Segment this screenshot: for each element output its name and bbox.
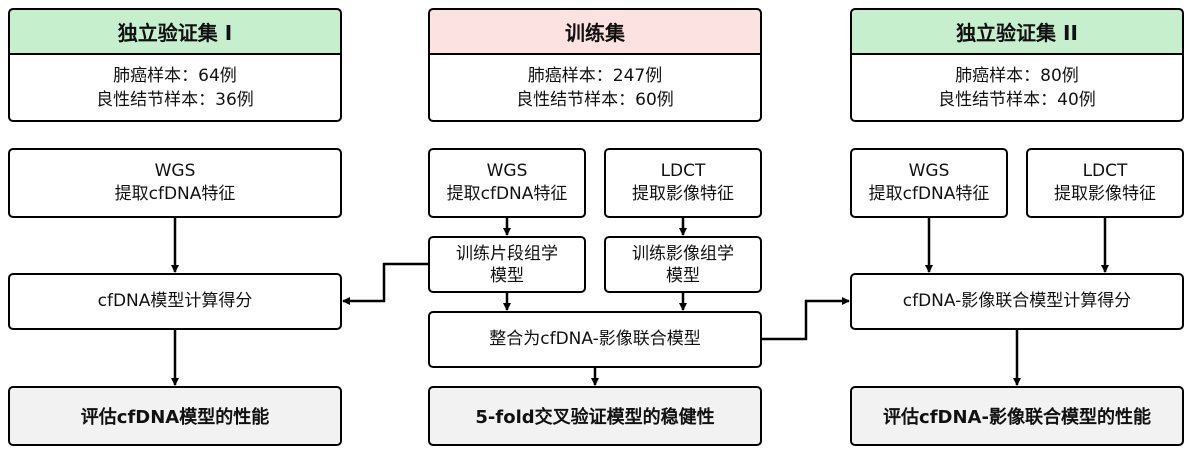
benign-nodule-count: 良性结节样本：60例 bbox=[516, 89, 674, 110]
training-set-header: 训练集 bbox=[428, 8, 762, 55]
ldct-label: LDCT bbox=[660, 161, 706, 181]
validation-set-1-title: 独立验证集 I bbox=[117, 21, 233, 45]
wgs-label: WGS bbox=[908, 161, 950, 181]
combined-model-score-label: cfDNA-影像联合模型计算得分 bbox=[902, 291, 1132, 311]
validation-set-2-ldct-node: LDCT 提取影像特征 bbox=[1026, 148, 1184, 218]
validation-set-2-title: 独立验证集 II bbox=[956, 21, 1078, 45]
wgs-label: WGS bbox=[154, 161, 196, 181]
training-set-title: 训练集 bbox=[565, 21, 625, 45]
validation-set-1-samples: 肺癌样本：64例 良性结节样本：36例 bbox=[8, 55, 342, 122]
arrow-fragmentomics-to-left-score bbox=[342, 262, 428, 305]
validation-set-1-header: 独立验证集 I bbox=[8, 8, 342, 55]
cfdna-model-score-label: cfDNA模型计算得分 bbox=[97, 291, 253, 311]
model-label: 模型 bbox=[490, 265, 524, 286]
wgs-label: WGS bbox=[486, 161, 528, 181]
training-result-node: 5-fold交叉验证模型的稳健性 bbox=[428, 386, 762, 446]
validation-set-2-result-label: 评估cfDNA-影像联合模型的性能 bbox=[883, 407, 1151, 428]
train-radiomics-model-node: 训练影像组学 模型 bbox=[604, 236, 762, 293]
lung-cancer-count: 肺癌样本：80例 bbox=[955, 65, 1079, 86]
benign-nodule-count: 良性结节样本：40例 bbox=[938, 89, 1096, 110]
train-fragmentomics-model-node: 训练片段组学 模型 bbox=[428, 236, 586, 293]
extract-cfdna-features-label: 提取cfDNA特征 bbox=[446, 184, 568, 204]
validation-set-1-wgs-node: WGS 提取cfDNA特征 bbox=[8, 148, 342, 218]
train-fragmentomics-label: 训练片段组学 bbox=[456, 243, 558, 264]
combined-model-score-node: cfDNA-影像联合模型计算得分 bbox=[850, 273, 1184, 330]
ldct-label: LDCT bbox=[1082, 161, 1128, 181]
validation-set-2-samples: 肺癌样本：80例 良性结节样本：40例 bbox=[850, 55, 1184, 122]
validation-set-1-result-node: 评估cfDNA模型的性能 bbox=[8, 386, 342, 446]
extract-imaging-features-label: 提取影像特征 bbox=[632, 184, 734, 204]
training-set-samples: 肺癌样本：247例 良性结节样本：60例 bbox=[428, 55, 762, 122]
model-label: 模型 bbox=[666, 265, 700, 286]
training-ldct-node: LDCT 提取影像特征 bbox=[604, 148, 762, 218]
train-radiomics-label: 训练影像组学 bbox=[632, 243, 734, 264]
combined-model-label: 整合为cfDNA-影像联合模型 bbox=[489, 329, 701, 349]
cfdna-model-score-node: cfDNA模型计算得分 bbox=[8, 273, 342, 330]
validation-set-2-header: 独立验证集 II bbox=[850, 8, 1184, 55]
combined-model-node: 整合为cfDNA-影像联合模型 bbox=[428, 311, 762, 368]
validation-set-2-wgs-node: WGS 提取cfDNA特征 bbox=[850, 148, 1008, 218]
arrow-combined-to-right-score bbox=[762, 297, 850, 341]
extract-cfdna-features-label: 提取cfDNA特征 bbox=[114, 184, 236, 204]
validation-set-2-result-node: 评估cfDNA-影像联合模型的性能 bbox=[850, 386, 1184, 446]
lung-cancer-count: 肺癌样本：247例 bbox=[527, 65, 663, 86]
benign-nodule-count: 良性结节样本：36例 bbox=[96, 89, 254, 110]
extract-imaging-features-label: 提取影像特征 bbox=[1054, 184, 1156, 204]
training-result-label: 5-fold交叉验证模型的稳健性 bbox=[475, 407, 715, 428]
validation-set-1-result-label: 评估cfDNA模型的性能 bbox=[80, 407, 270, 428]
extract-cfdna-features-label: 提取cfDNA特征 bbox=[868, 184, 990, 204]
lung-cancer-count: 肺癌样本：64例 bbox=[113, 65, 237, 86]
training-wgs-node: WGS 提取cfDNA特征 bbox=[428, 148, 586, 218]
